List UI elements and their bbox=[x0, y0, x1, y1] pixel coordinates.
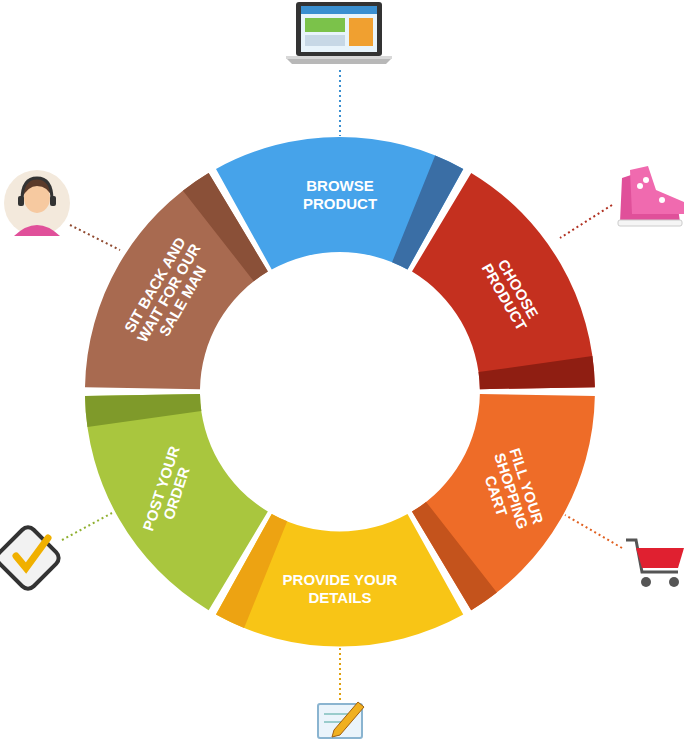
form-pencil-icon bbox=[318, 702, 364, 738]
laptop-icon bbox=[286, 2, 392, 64]
support-agent-icon bbox=[4, 170, 70, 236]
leader-line bbox=[70, 225, 120, 250]
ring-segment: CHOOSE PRODUCT bbox=[412, 173, 595, 389]
leader-line bbox=[339, 648, 341, 700]
segment-label: PROVIDE YOUR DETAILS bbox=[278, 571, 402, 607]
ring-segment: POST YOUR ORDER bbox=[85, 394, 268, 610]
leader-line bbox=[560, 205, 612, 238]
segment-label: BROWSE PRODUCT bbox=[278, 177, 402, 213]
leader-line bbox=[339, 70, 341, 136]
leader-line bbox=[62, 513, 112, 540]
checkbox-icon bbox=[0, 524, 62, 592]
ring-segment: SIT BACK AND WAIT FOR OUR SALE MAN bbox=[85, 173, 268, 389]
shopping-cart-icon bbox=[626, 540, 684, 587]
sneakers-icon bbox=[618, 166, 684, 226]
leader-line bbox=[565, 515, 622, 548]
